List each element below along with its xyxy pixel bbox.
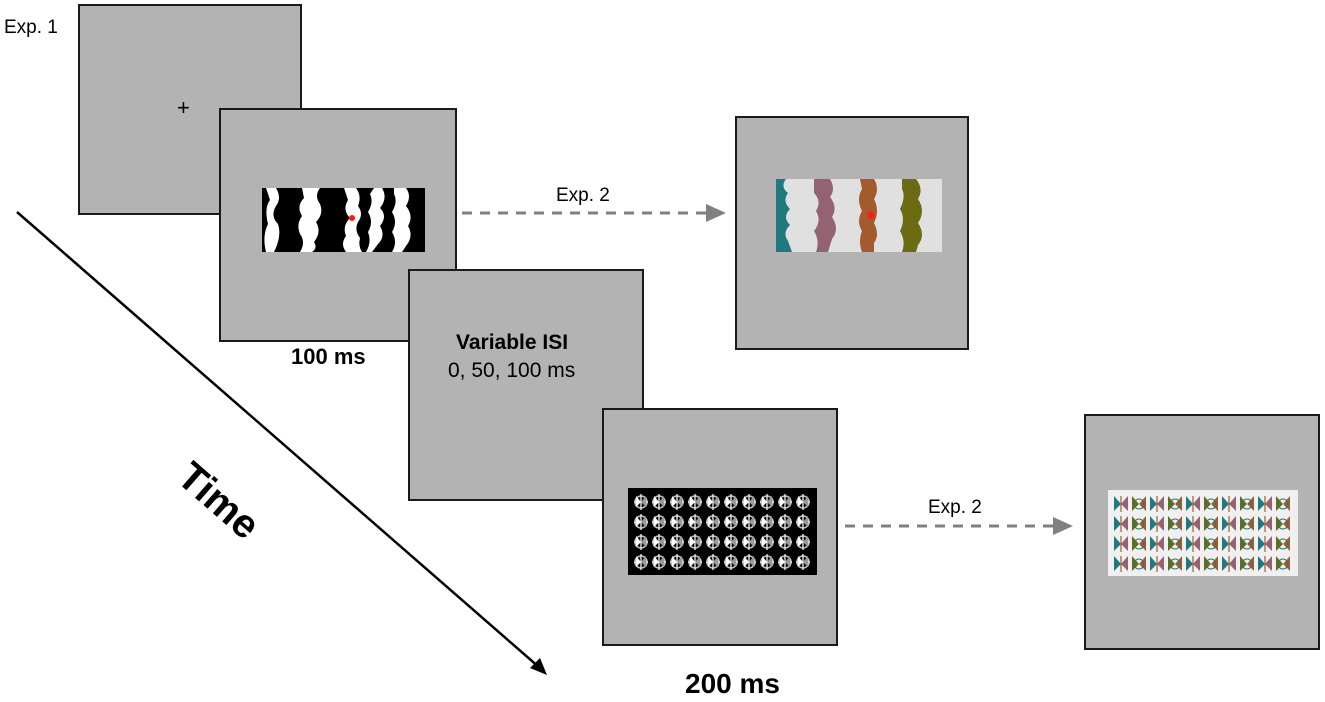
bw-mask-panel xyxy=(628,488,817,575)
stimulus-screen-color xyxy=(735,116,969,350)
isi-values: 0, 50, 100 ms xyxy=(448,359,576,382)
duration-200-label: 200 ms xyxy=(685,668,780,699)
bw-stimulus-panel xyxy=(262,188,425,252)
isi-title: Variable ISI xyxy=(456,331,569,354)
duration-100-label: 100 ms xyxy=(291,344,366,369)
fixation-dot-color xyxy=(867,211,875,219)
exp1-label: Exp. 1 xyxy=(4,17,58,38)
mask-screen-color xyxy=(1084,414,1320,650)
fixation-dot xyxy=(349,215,355,221)
color-stimulus-panel xyxy=(776,179,942,252)
color-mask-panel xyxy=(1108,490,1298,576)
mask-screen-bw xyxy=(602,408,838,646)
exp2-bottom-label: Exp. 2 xyxy=(928,497,982,518)
exp2-top-label: Exp. 2 xyxy=(556,185,610,206)
fixation-cross: + xyxy=(177,95,190,120)
